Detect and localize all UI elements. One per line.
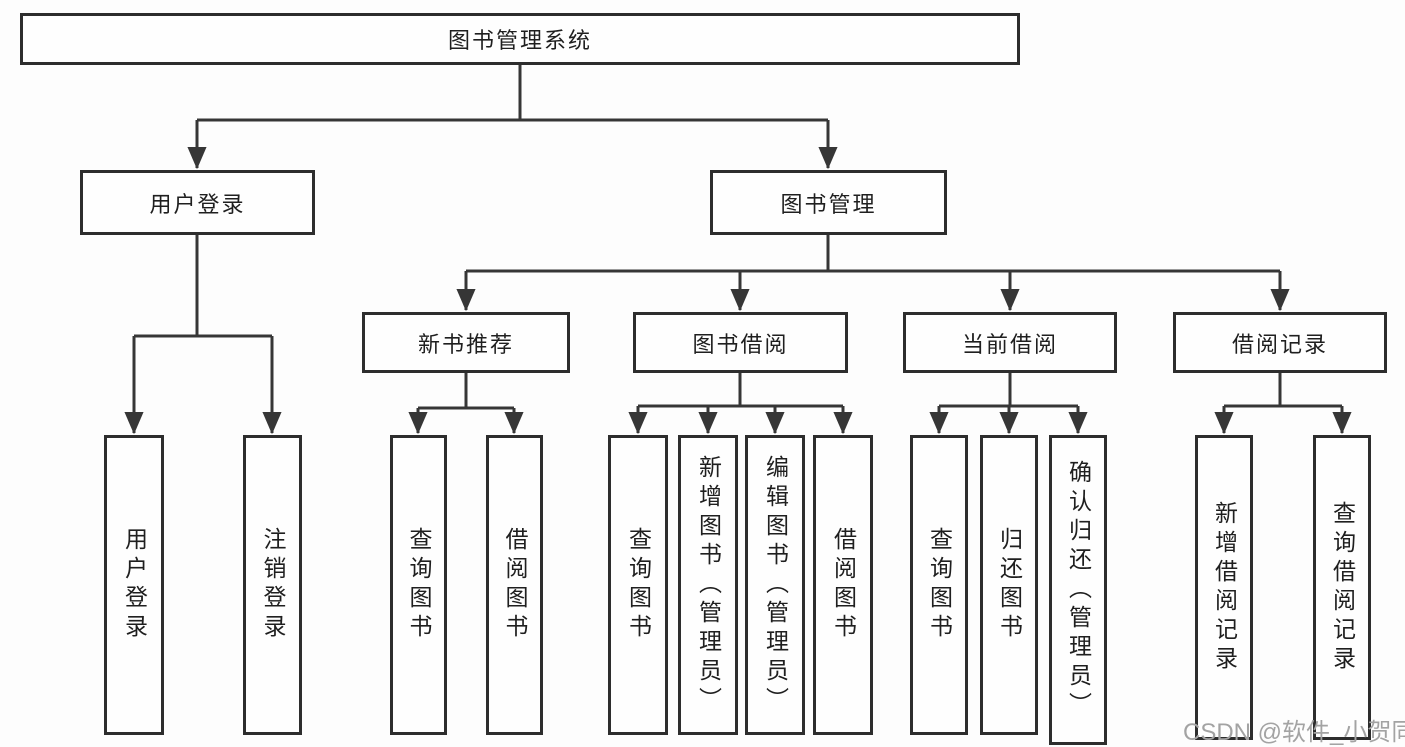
leaf-user-login: 用户登录 [104, 435, 164, 735]
node-book-borrowing-label: 图书借阅 [692, 331, 789, 357]
node-user-login: 用户登录 [80, 170, 315, 235]
leaf-query-borrow-record: 查询借阅记录 [1313, 435, 1371, 740]
rail-root [197, 65, 828, 122]
leaf-query-books-borrow: 查询图书 [608, 435, 668, 735]
node-current-borrowing: 当前借阅 [903, 312, 1117, 373]
node-current-borrowing-label: 当前借阅 [961, 331, 1058, 357]
leaf-add-borrow-record-label: 新增借阅记录 [1211, 500, 1238, 675]
leaf-return-book-label: 归还图书 [996, 527, 1023, 643]
leaf-logout: 注销登录 [243, 435, 302, 735]
leaf-query-books-current-label: 查询图书 [926, 527, 953, 643]
rail-new-book [418, 373, 514, 410]
rail-current-borrow [939, 373, 1078, 408]
node-user-login-label: 用户登录 [149, 191, 246, 217]
leaf-logout-label: 注销登录 [260, 527, 286, 643]
leaf-query-books-recommend: 查询图书 [390, 435, 447, 735]
leaf-borrow-books-recommend: 借阅图书 [486, 435, 543, 735]
leaf-add-borrow-record: 新增借阅记录 [1195, 435, 1253, 740]
node-new-book-recommendation: 新书推荐 [362, 312, 570, 373]
leaf-query-books-current: 查询图书 [910, 435, 968, 735]
node-book-system: 图书管理系统 [20, 13, 1020, 65]
rail-borrow-records [1224, 373, 1342, 408]
rail-user-login [134, 235, 272, 338]
node-new-book-recommendation-label: 新书推荐 [417, 331, 514, 357]
leaf-borrow-books-label: 借阅图书 [830, 527, 857, 643]
node-book-management: 图书管理 [710, 170, 947, 235]
leaf-edit-book-admin: 编辑图书（管理员） [745, 435, 805, 735]
node-borrowing-records: 借阅记录 [1173, 312, 1387, 373]
leaf-return-book: 归还图书 [980, 435, 1038, 735]
rail-book-management [466, 235, 1280, 273]
leaf-edit-book-admin-label: 编辑图书（管理员） [762, 454, 789, 716]
node-book-borrowing: 图书借阅 [633, 312, 848, 373]
leaf-query-books-recommend-label: 查询图书 [406, 527, 432, 643]
rail-book-borrow [638, 373, 843, 408]
leaf-query-borrow-record-label: 查询借阅记录 [1329, 500, 1356, 675]
node-borrowing-records-label: 借阅记录 [1231, 331, 1328, 357]
leaf-borrow-books: 借阅图书 [813, 435, 873, 735]
leaf-confirm-return-admin: 确认归还（管理员） [1049, 435, 1107, 745]
leaf-add-book-admin-label: 新增图书（管理员） [695, 454, 722, 716]
leaf-borrow-books-recommend-label: 借阅图书 [502, 527, 528, 643]
csdn-watermark: CSDN @软件_小贺同学 [1183, 719, 1405, 746]
leaf-user-login-label: 用户登录 [121, 527, 148, 643]
leaf-query-books-borrow-label: 查询图书 [625, 527, 652, 643]
leaf-add-book-admin: 新增图书（管理员） [678, 435, 738, 735]
leaf-confirm-return-admin-label: 确认归还（管理员） [1065, 459, 1092, 721]
node-book-management-label: 图书管理 [780, 191, 877, 217]
node-book-system-label: 图书管理系统 [447, 28, 592, 53]
